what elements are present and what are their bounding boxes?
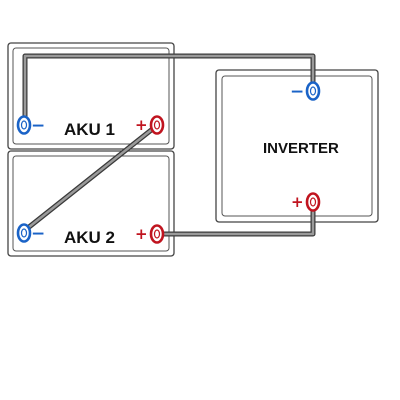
negative-terminal-ring-icon [16, 223, 32, 243]
positive-terminal-ring-icon [149, 224, 165, 244]
inverter-outer-frame [215, 69, 379, 223]
inverter-inner-frame [221, 75, 373, 217]
battery-1-negative-terminal: − [16, 115, 45, 136]
battery-2: AKU 2 [7, 150, 175, 257]
battery-1-outer-frame [7, 42, 175, 150]
minus-sign-icon: − [31, 224, 45, 244]
negative-terminal-ring-icon [16, 115, 32, 135]
positive-terminal-core-icon [153, 120, 161, 130]
minus-sign-icon: − [290, 82, 304, 102]
battery-1: AKU 1 [7, 42, 175, 150]
plus-sign-icon: + [135, 225, 148, 243]
battery-2-negative-terminal: − [16, 223, 45, 244]
wire-aku2-positive-to-inverter-positive [156, 201, 315, 236]
wire-aku1-negative-to-inverter-negative [23, 54, 315, 126]
positive-terminal-core-icon [153, 229, 161, 239]
positive-terminal-ring-icon [305, 192, 321, 212]
wires [21, 53, 316, 237]
minus-sign-icon: − [31, 116, 45, 136]
inverter-negative-terminal: − [290, 81, 321, 102]
plus-sign-icon: + [135, 116, 148, 134]
battery-1-label: AKU 1 [64, 120, 115, 139]
negative-terminal-core-icon [309, 86, 317, 96]
negative-terminal-core-icon [20, 120, 28, 130]
battery-2-positive-terminal: + [135, 224, 165, 244]
positive-terminal-ring-icon [149, 115, 165, 135]
battery-1-inner-frame [12, 47, 170, 145]
inverter-positive-terminal: + [291, 192, 321, 212]
positive-terminal-core-icon [309, 197, 317, 207]
battery-1-positive-terminal: + [135, 115, 165, 135]
battery-2-outer-frame [7, 150, 175, 257]
battery-2-inner-frame [12, 155, 170, 252]
battery-2-label: AKU 2 [64, 228, 115, 247]
wire-aku1-positive-to-aku2-negative [22, 125, 157, 233]
negative-terminal-ring-icon [305, 81, 321, 101]
inverter-label: INVERTER [263, 140, 339, 157]
inverter: INVERTER [215, 69, 379, 223]
plus-sign-icon: + [291, 193, 304, 211]
negative-terminal-core-icon [20, 228, 28, 238]
